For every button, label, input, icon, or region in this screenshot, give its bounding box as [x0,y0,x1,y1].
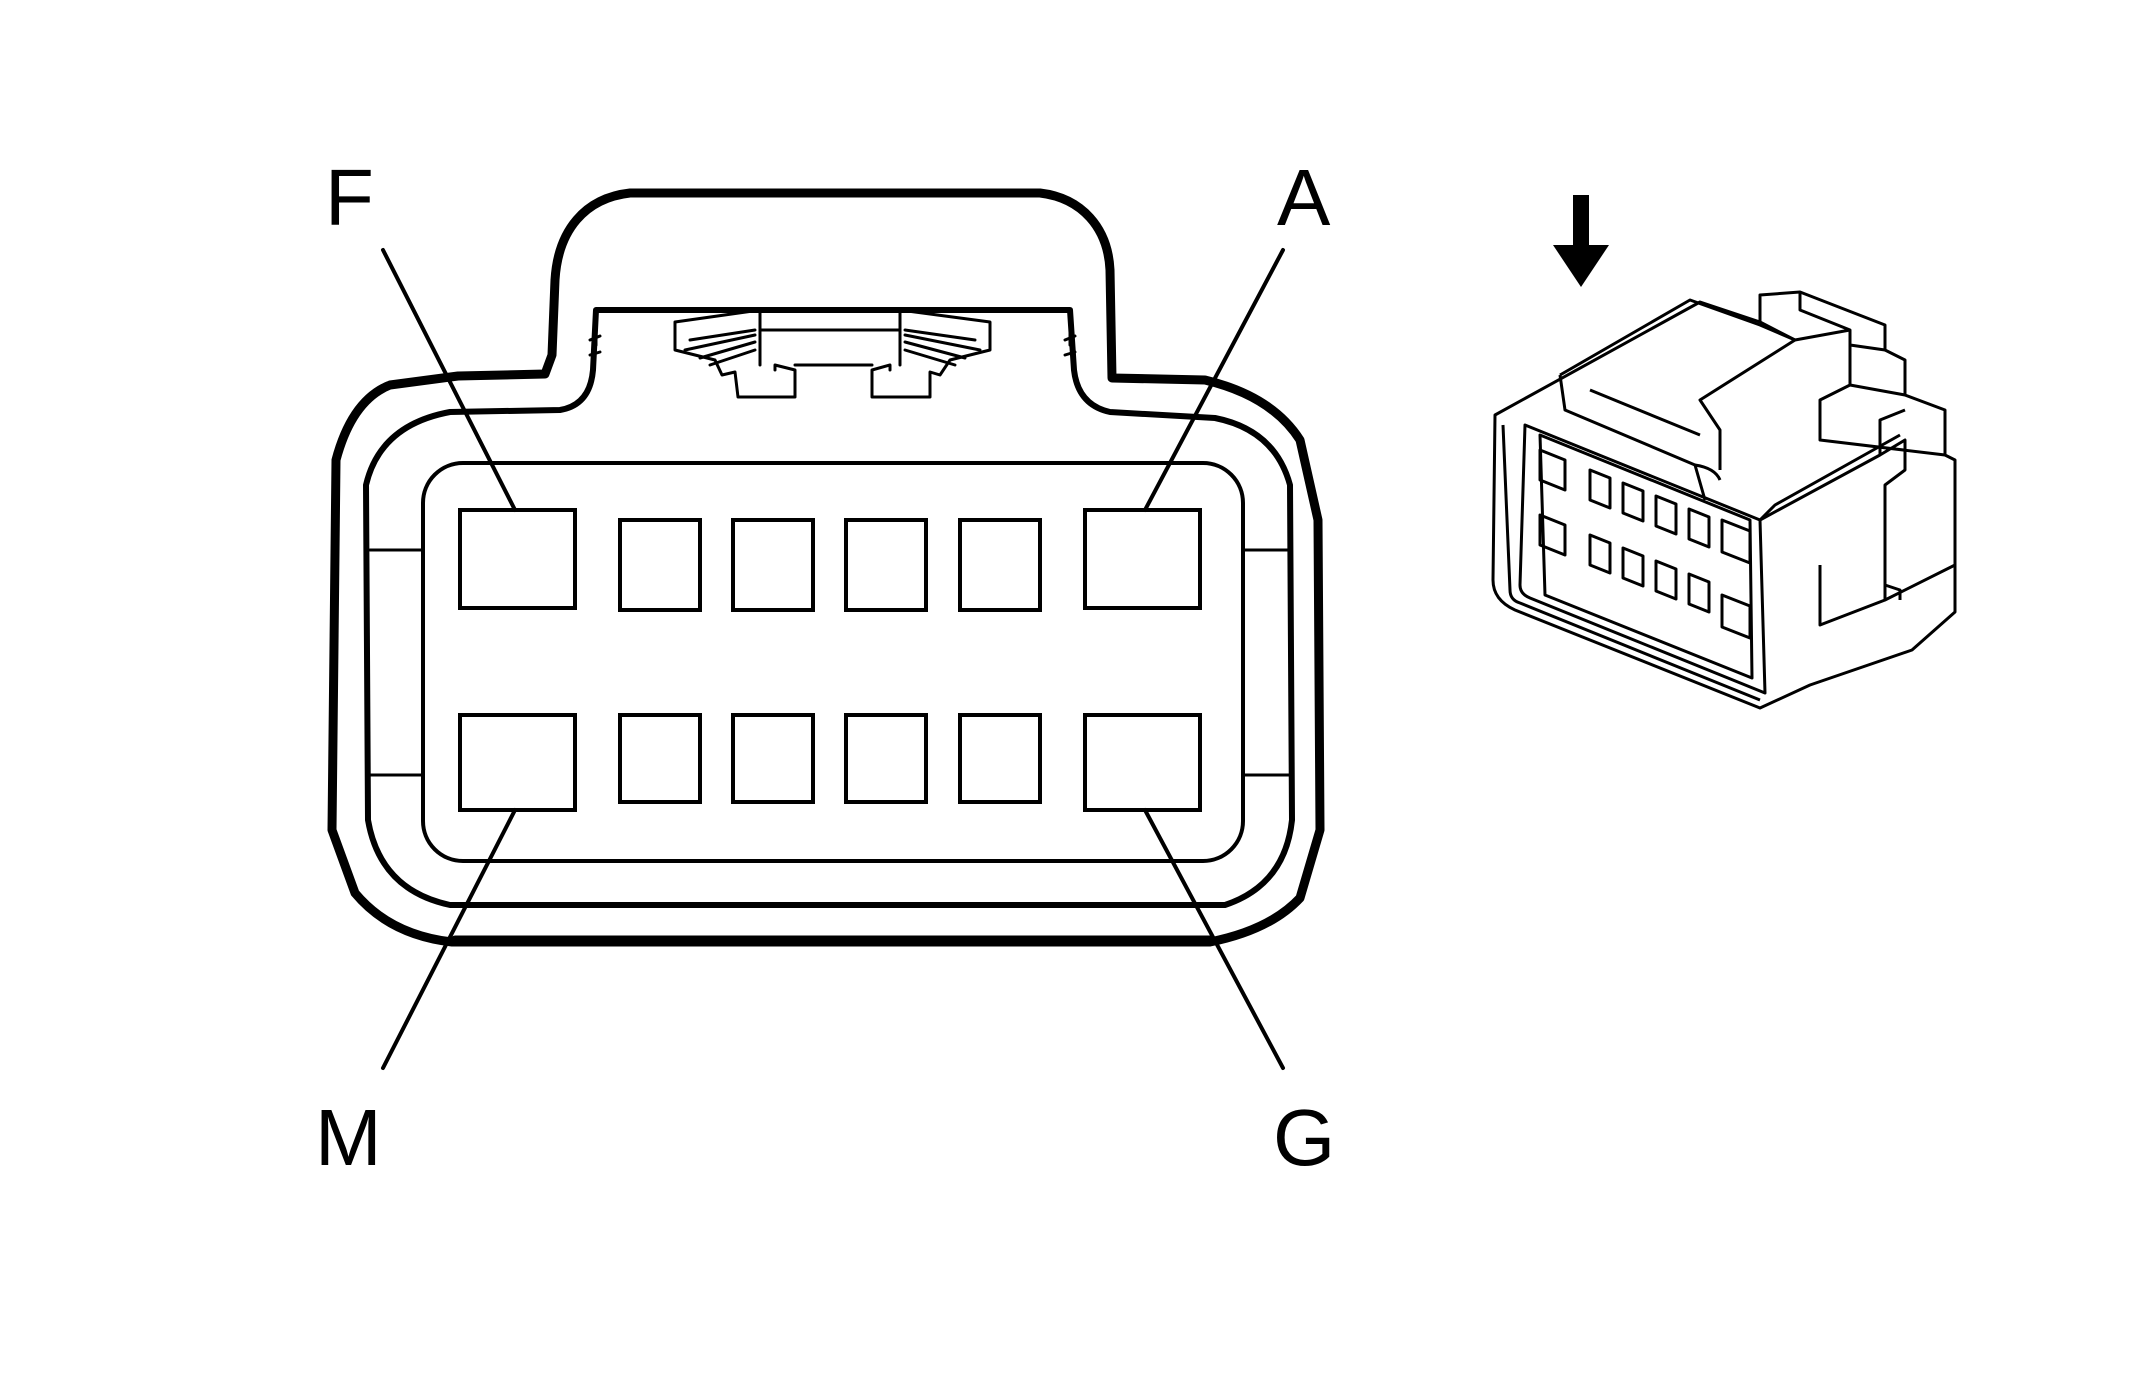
pin-label-m: M [315,1093,382,1182]
connector-isometric-view [1491,290,1957,710]
down-arrow-icon [1553,195,1609,287]
leader-line-f [381,248,517,512]
cavity-r2-c3 [731,713,815,804]
pin-label-a: A [1277,153,1331,242]
housing-inner-outline [363,307,1295,908]
latch-detail [588,308,1077,399]
leader-line-m [381,808,517,1070]
cavity-r1-c2 [618,518,702,612]
cavity-grid [458,508,1202,812]
isometric-cavities [1538,448,1752,640]
cavity-r2-c6 [1083,713,1202,812]
pin-label-f: F [325,153,374,242]
cavity-r1-c5 [958,518,1042,612]
leader-line-g [1143,808,1285,1070]
cavity-r2-c1 [458,713,577,812]
cavity-r2-c5 [958,713,1042,804]
cavity-r1-c1 [458,508,577,610]
pin-label-g: G [1273,1093,1335,1182]
cavity-r2-c2 [618,713,702,804]
leader-lines [381,248,1285,1070]
cavity-r1-c3 [731,518,815,612]
leader-line-a [1143,248,1285,512]
cavity-frame [421,461,1245,863]
housing-outer-outline [327,188,1325,947]
cavity-r1-c4 [844,518,928,612]
connector-face-view [327,188,1325,947]
cavity-r2-c4 [844,713,928,804]
cavity-r1-c6 [1083,508,1202,610]
